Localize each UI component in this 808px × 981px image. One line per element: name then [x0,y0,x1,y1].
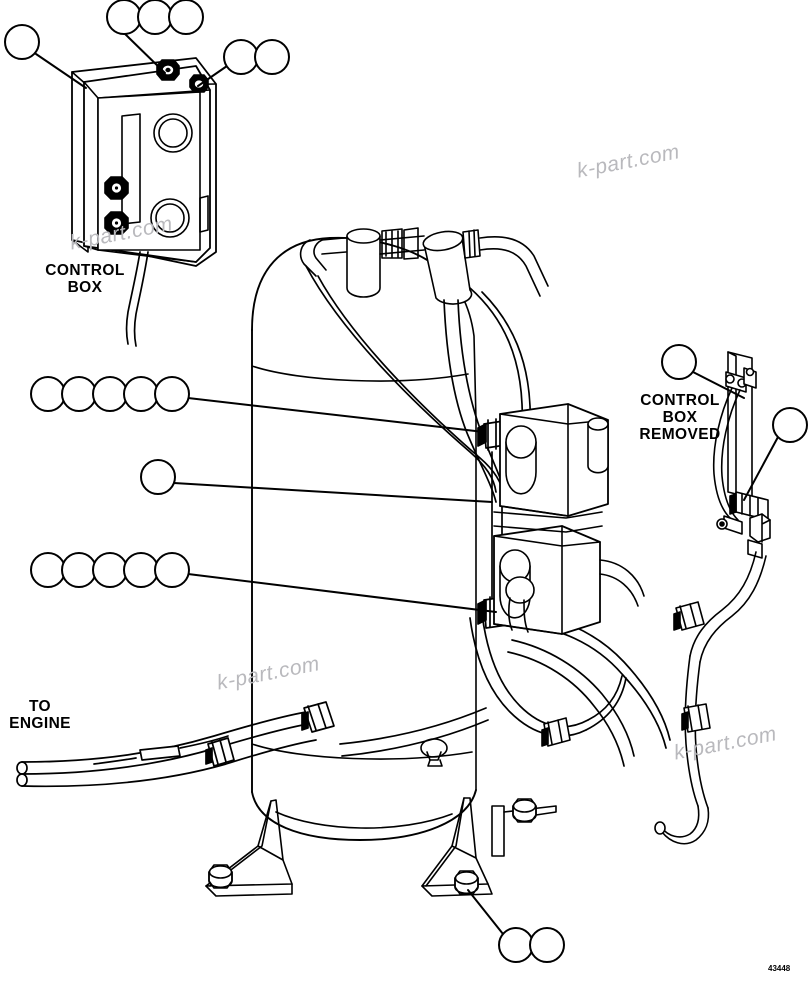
hose-clamp-mid [301,701,335,733]
callout-mid-fitting[interactable] [140,459,493,503]
tank-mounting-feet [205,797,557,897]
top-manifold-assembly [299,227,549,305]
callout-base-mount-bolt[interactable] [467,889,565,963]
callout-upper-hose-group[interactable] [30,376,485,433]
callout-control-box-bracket[interactable] [4,24,87,89]
figure-number: 43448 [768,964,791,973]
hose-clamp-right-upper [673,601,705,631]
callout-control-box-corner-screw[interactable] [197,39,290,87]
callout-layer [4,0,808,963]
callout-control-box-top-screw[interactable] [106,0,204,74]
mount-bolt-right-front [454,870,479,895]
mount-bolt-left [208,864,233,889]
air-tank-illustration [251,236,477,841]
hose-assembly [16,265,671,788]
drain-valve [420,738,448,767]
control-box-removed-label: CONTROL BOX REMOVED [639,392,721,443]
compressor-valve-block [493,403,645,635]
callout-harness-bracket[interactable] [661,344,745,399]
hose-clamp-right-lower [681,703,711,733]
mount-bolt-right-rear [512,798,537,823]
control-box-illustration [71,57,217,347]
control-box-label: CONTROL BOX [45,262,125,296]
hose-clamp-left [205,737,235,767]
wiring-harness [541,351,771,845]
callout-connector[interactable] [743,407,808,501]
to-engine-label: TO ENGINE [9,698,71,732]
callout-lower-hose-group[interactable] [30,552,497,613]
